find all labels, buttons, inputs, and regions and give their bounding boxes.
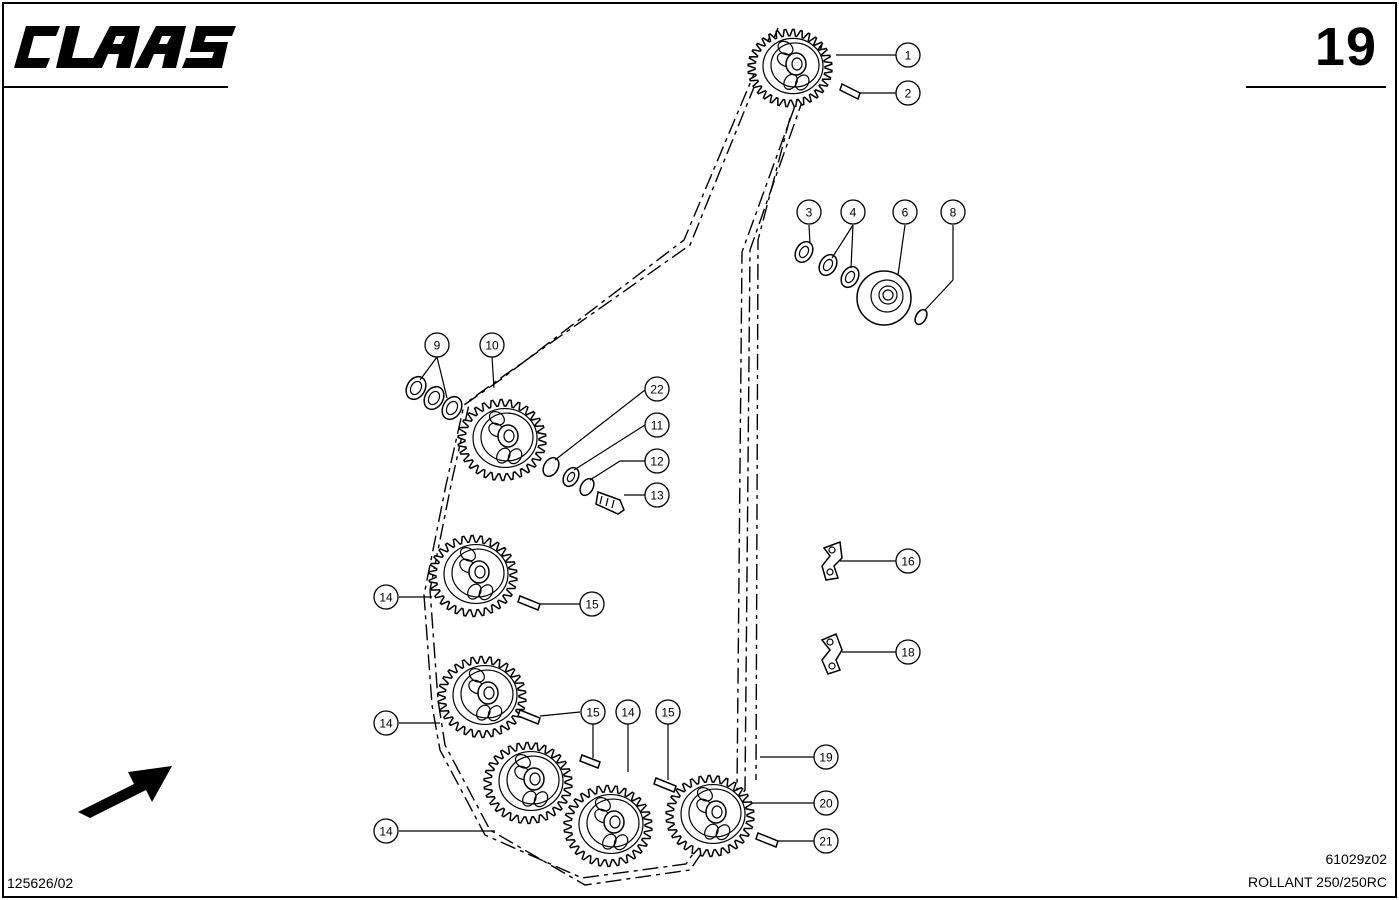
direction-arrow [78,766,172,818]
tensioner-sprocket [856,270,912,326]
callout-number: 11 [651,419,664,433]
callout-15: 15 [579,591,605,617]
leader-lines [399,54,954,842]
sprocket-14-lower-left [483,741,573,825]
callout-number: 15 [586,706,600,720]
machine-model: ROLLANT 250/250RC [1247,874,1387,890]
callout-number: 22 [650,383,664,397]
logo-underline [4,86,228,88]
callout-number: 19 [819,751,833,765]
callout-16: 16 [895,548,921,574]
sprocket-14-lower-center [563,784,653,868]
sprocket-14-upper [428,534,518,618]
sprocket-20 [665,774,755,858]
callout-3: 3 [796,199,822,225]
callout-22: 22 [644,376,670,402]
callout-number: 15 [585,598,599,612]
connecting-link-16 [821,540,843,581]
callout-14: 14 [373,818,399,844]
callout-6: 6 [892,199,918,225]
callout-number: 21 [819,835,833,849]
page-number-underline [1246,86,1386,88]
callout-number: 14 [379,591,393,605]
callout-number: 16 [901,555,915,569]
snap-ring-8 [914,308,928,326]
callout-1: 1 [895,42,921,68]
callout-number: 20 [819,797,833,811]
callout-12: 12 [644,448,670,474]
callout-number: 10 [485,339,499,353]
sprocket-14-middle [437,655,527,739]
callout-19: 19 [813,744,839,770]
callout-number: 13 [650,489,664,503]
callout-number: 2 [905,87,912,101]
callout-18: 18 [895,639,921,665]
callout-20: 20 [813,790,839,816]
shims-9 [405,375,463,421]
callout-number: 14 [379,825,393,839]
callout-13: 13 [644,482,670,508]
callout-number: 6 [902,206,909,220]
offset-link-18 [820,633,843,675]
callout-number: 4 [850,206,857,220]
callout-number: 14 [621,706,635,720]
callout-9: 9 [424,332,450,358]
claas-logo [14,26,236,68]
callout-2: 2 [895,80,921,106]
chain-return-strand [755,117,791,781]
callout-15: 15 [655,699,681,725]
callout-11: 11 [644,412,670,438]
callout-number: 15 [661,706,675,720]
drawing-code-left: 125626/02 [7,875,74,891]
callout-14: 14 [373,710,399,736]
washers-3-4 [794,240,860,289]
key-parts [517,82,861,848]
callout-number: 1 [905,49,912,63]
callout-21: 21 [813,828,839,854]
callout-number: 9 [434,339,441,353]
callout-8: 8 [940,199,966,225]
fastener-stack [542,456,625,515]
callout-10: 10 [479,332,505,358]
drawing-code-right: 61029z02 [1325,851,1387,867]
callout-4: 4 [840,199,866,225]
callout-14: 14 [373,584,399,610]
callout-14: 14 [615,699,641,725]
callout-number: 14 [379,717,393,731]
sprocket-top [747,28,833,108]
callout-number: 12 [650,455,664,469]
callout-number: 3 [806,206,813,220]
callout-15: 15 [580,699,606,725]
callout-number: 18 [901,646,915,660]
callout-number: 8 [950,206,957,220]
page-number: 19 [1314,17,1377,77]
sprocket-10 [457,398,547,482]
